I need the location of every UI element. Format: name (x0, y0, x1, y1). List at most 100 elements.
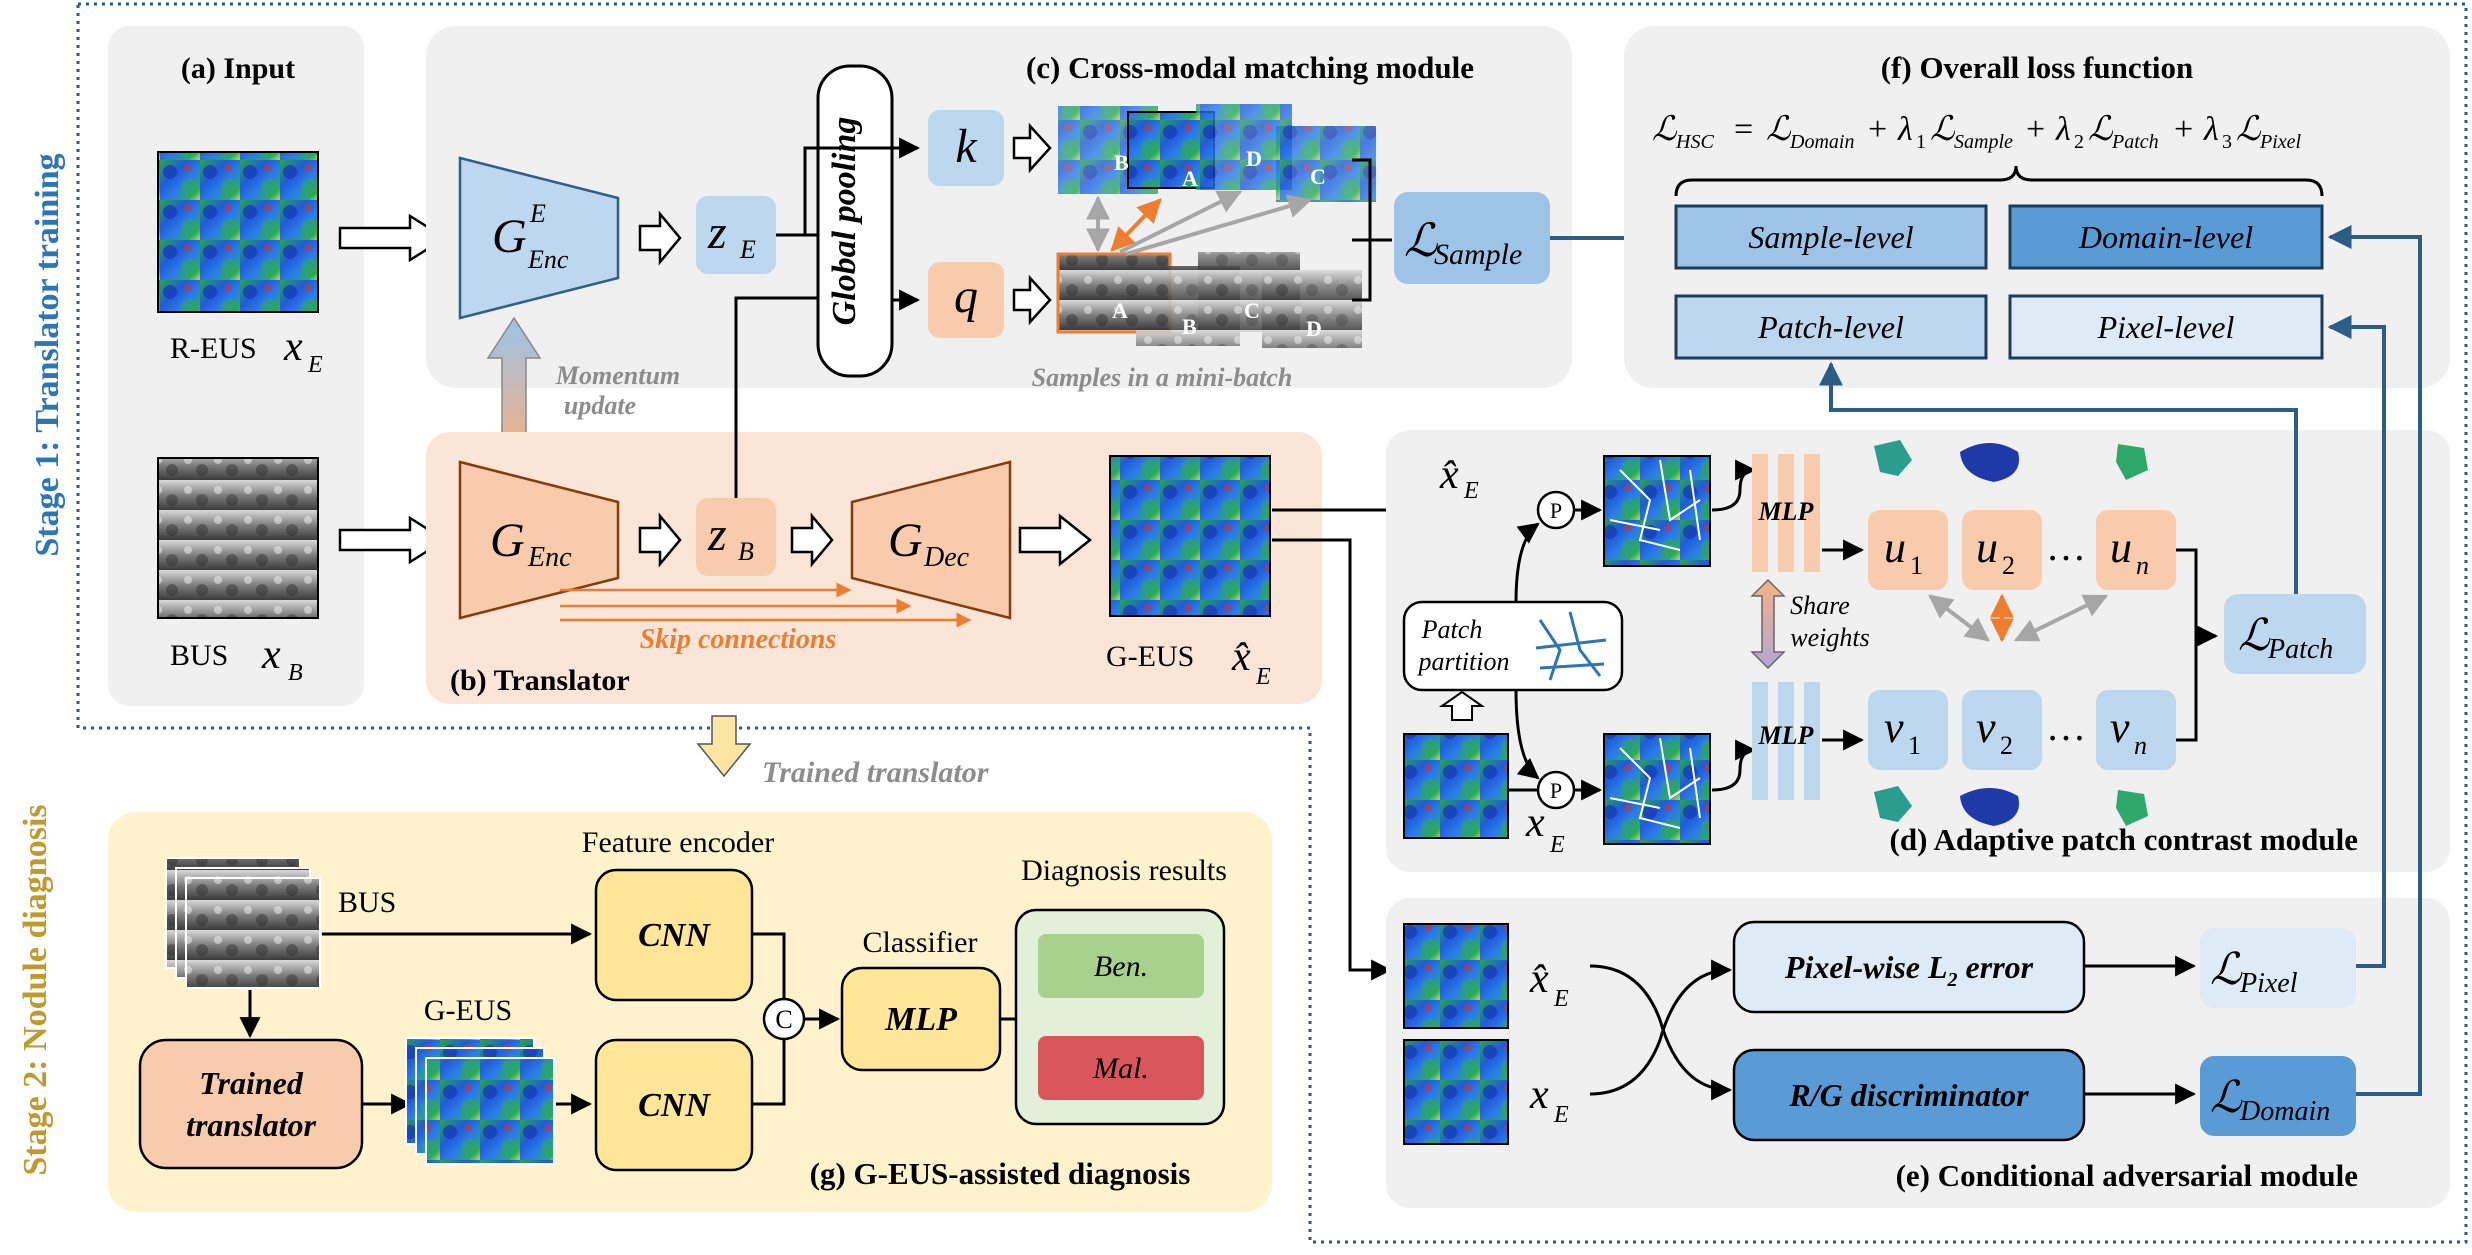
match-arrow-orange (1110, 198, 1162, 252)
results-label: Diagnosis results (1021, 854, 1227, 887)
bus-letter-c: C (1244, 298, 1260, 323)
u1-main: u (1884, 523, 1906, 572)
zb-to-pool (734, 296, 818, 498)
adv-xe-image (1403, 1039, 1509, 1145)
loss-title: (f) Overall loss function (1881, 50, 2194, 85)
patch-partition-box (1402, 600, 1624, 692)
reus-label: R-EUS (170, 332, 257, 365)
eus-letter-b: B (1114, 150, 1129, 175)
input-title: (a) Input (181, 52, 295, 85)
mlp-top-bar1 (1752, 454, 1768, 572)
un-main: u (2110, 523, 2132, 572)
adv-x-sub: E (1553, 1102, 1569, 1128)
patch-img-bottom (1603, 733, 1711, 845)
trained-label: Trained translator (762, 756, 989, 789)
bus-image (157, 457, 319, 619)
ze-sub: E (739, 235, 756, 264)
vn-box (2096, 690, 2176, 770)
svg-text:λ: λ (1897, 111, 1913, 148)
ldomain-box (2200, 1056, 2356, 1136)
trained-translator-box (138, 1038, 364, 1170)
geus-var: x̂ (1231, 634, 1251, 680)
lpixel-main: ℒ (2210, 945, 2243, 994)
feature-encoder-label: Feature encoder (582, 826, 774, 859)
lsample-sub: Sample (1434, 238, 1522, 271)
patch-xhat-var: x̂ (1439, 452, 1459, 498)
svg-text:λ: λ (2203, 111, 2219, 148)
share-label-2: weights (1790, 623, 1869, 652)
encoder-b-main: G (490, 514, 525, 567)
patch-blob-vn (2116, 790, 2148, 826)
eus-letter-c: C (1310, 164, 1326, 189)
q-box (928, 262, 1004, 338)
ze-arrow (638, 210, 682, 266)
bus-letter-d: D (1306, 316, 1322, 341)
zb-in-arrow (638, 512, 682, 568)
encoder-e-sup: E (529, 199, 546, 228)
bus-letter-b: B (1182, 314, 1197, 339)
patch-x-sub: E (1549, 832, 1565, 858)
v1-box (1868, 690, 1948, 770)
trained-arrow (696, 715, 752, 778)
patch-blob-u2 (1960, 443, 2019, 482)
decoder (850, 460, 1012, 620)
domain-level-label: Domain-level (2078, 219, 2253, 255)
share-weights-arrow (1750, 578, 1786, 670)
mlp-top-bar2 (1778, 454, 1794, 572)
stage2-label: Stage 2: Nodule diagnosis (17, 804, 54, 1175)
momentum-label-1: Momentum (555, 361, 680, 390)
stage1-label: Stage 1: Translator training (29, 153, 66, 556)
domain-level-box (2008, 204, 2324, 270)
mlp-bottom-bar3 (1804, 682, 1820, 800)
eus-sample-c (1276, 126, 1376, 202)
u2-sub: 2 (2002, 551, 2015, 580)
partition-icon (1535, 611, 1607, 681)
cross-modal-title: (c) Cross-modal matching module (1026, 50, 1474, 85)
classifier-label: Classifier (863, 926, 978, 959)
u1-box (1868, 510, 1948, 590)
lpatch-sub: Patch (2267, 634, 2333, 665)
svg-text:HSC: HSC (1675, 131, 1714, 153)
patch-partition-1: Patch (1421, 615, 1483, 644)
svg-text:=: = (1734, 111, 1753, 148)
benign-label: Ben. (1094, 950, 1148, 983)
lpixel-sub: Pixel (2239, 968, 2298, 999)
v2-box (1962, 690, 2042, 770)
svg-text:2: 2 (2074, 131, 2084, 153)
adv-title: (e) Conditional adversarial module (1896, 1158, 2358, 1193)
ze-main: z (707, 206, 727, 259)
trained-translator-1: Trained (199, 1065, 304, 1101)
lpatch-box (2224, 594, 2366, 674)
u-to-lpatch (2176, 548, 2219, 647)
mlp-bottom-label: MLP (1758, 721, 1815, 750)
patch-xhat-sub: E (1463, 478, 1479, 504)
partition-in-arrow (1438, 690, 1486, 721)
v1-main: v (1884, 703, 1904, 752)
benign-box (1038, 934, 1204, 998)
diag-geus-label: G-EUS (424, 994, 512, 1027)
patch-level-box (1674, 294, 1988, 360)
diag-bus-label: BUS (338, 886, 396, 919)
patch-level-label: Patch-level (1757, 309, 1904, 345)
decoder-main: G (888, 514, 923, 567)
un-box (2096, 510, 2176, 590)
lsample-box (1394, 192, 1550, 284)
u2-main: u (1976, 523, 1998, 572)
decoder-sub: Dec (923, 542, 970, 573)
ldomain-main: ℒ (2210, 1073, 2243, 1122)
dec-out-arrow (1018, 513, 1093, 567)
eus-letter-a: A (1182, 166, 1198, 191)
svg-text:Sample: Sample (1954, 131, 2013, 153)
diag-bus-stack-3 (185, 877, 321, 989)
patch-grid-bottom (1609, 737, 1701, 829)
vn-sub: n (2134, 731, 2147, 760)
pixel-level-label: Pixel-level (2097, 309, 2235, 345)
bus-label: BUS (170, 639, 228, 672)
ldomain-sub: Domain (2239, 1096, 2330, 1127)
trained-translator-2: translator (186, 1107, 316, 1143)
diag-geus-stack-3 (425, 1057, 555, 1165)
patch-blob-un (2116, 444, 2148, 480)
discriminator-label: R/G discriminator (1788, 1077, 2029, 1113)
mlp-bottom-bar2 (1778, 682, 1794, 800)
stage1-frame (76, 2, 2468, 1244)
